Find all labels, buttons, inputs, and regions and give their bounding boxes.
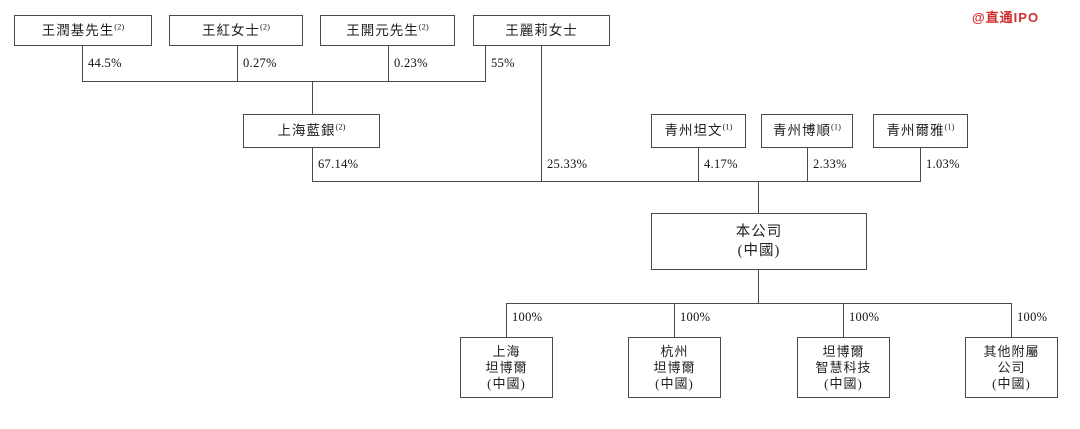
intermediate-box-qingzhoboshun: 青州博順(1) (761, 114, 853, 148)
subsidiary-name-line: 坦博爾 (485, 359, 528, 375)
subsidiary-name-line: 上海 (492, 343, 521, 359)
shareholder-label: 王開元先生(2) (346, 21, 429, 38)
ownership-label: 100% (849, 310, 880, 324)
connector-vline (485, 46, 486, 81)
connector-vline (758, 181, 759, 213)
subsidiary-box-tanboerzhihuikeji: 坦博爾 智慧科技 (中國) (797, 337, 890, 398)
ownership-label-direct: 25.33% (547, 157, 588, 171)
shareholder-label: 王潤基先生(2) (41, 21, 125, 38)
ownership-label: 100% (512, 310, 543, 324)
connector-vline (388, 46, 389, 81)
connector-vline (843, 303, 844, 337)
footnote-marker: (1) (722, 121, 733, 132)
connector-vline (807, 148, 808, 181)
intermediate-label: 青州爾雅(1) (886, 121, 955, 138)
footnote-marker: (1) (831, 121, 841, 132)
subsidiary-name-line: 坦博爾 (822, 343, 865, 359)
connector-vline (1011, 303, 1012, 337)
connector-vline (82, 46, 83, 81)
footnote-marker: (1) (944, 121, 955, 132)
shareholder-label: 王麗莉女士 (505, 22, 578, 38)
ownership-label: 44.5% (88, 56, 122, 70)
ownership-label: 4.17% (704, 157, 738, 171)
connector-hline (82, 81, 486, 82)
intermediate-label: 上海藍銀(2) (277, 121, 346, 138)
ownership-label: 0.27% (243, 56, 277, 70)
connector-vline-direct (541, 46, 542, 181)
shareholder-box-wanghong: 王紅女士(2) (169, 15, 303, 46)
ownership-label: 67.14% (318, 157, 359, 171)
intermediate-box-qingzhouerya: 青州爾雅(1) (873, 114, 968, 148)
ownership-label: 2.33% (813, 157, 847, 171)
connector-vline (758, 270, 759, 303)
intermediate-box-shanghailanyin: 上海藍銀(2) (243, 114, 380, 148)
connector-vline (674, 303, 675, 337)
ownership-label: 1.03% (926, 157, 960, 171)
ownership-label: 100% (1017, 310, 1048, 324)
intermediate-label: 青州坦文(1) (664, 121, 733, 138)
subsidiary-jurisdiction: (中國) (487, 375, 526, 391)
subsidiary-box-hangzhoutanboer: 杭州 坦博爾 (中國) (628, 337, 721, 398)
shareholder-box-wangrunji: 王潤基先生(2) (14, 15, 152, 46)
company-jurisdiction: (中國) (737, 242, 781, 259)
footnote-marker: (2) (114, 21, 125, 31)
watermark: @直通IPO (972, 10, 1040, 25)
subsidiary-box-shanghaitanboer: 上海 坦博爾 (中國) (460, 337, 553, 398)
connector-vline (506, 303, 507, 337)
shareholder-label: 王紅女士(2) (202, 21, 270, 38)
connector-vline (237, 46, 238, 81)
subsidiary-name-line: 坦博爾 (653, 359, 696, 375)
ownership-label: 55% (491, 56, 515, 70)
footnote-marker: (2) (418, 21, 429, 31)
subsidiary-name-line: 杭州 (660, 343, 689, 359)
shareholder-box-wanglili: 王麗莉女士 (473, 15, 610, 46)
intermediate-label: 青州博順(1) (773, 121, 841, 138)
subsidiary-name-line: 公司 (997, 359, 1026, 375)
subsidiary-jurisdiction: (中國) (655, 375, 694, 391)
subsidiary-box-other: 其他附屬 公司 (中國) (965, 337, 1058, 398)
ownership-label: 100% (680, 310, 711, 324)
connector-vline (312, 81, 313, 114)
footnote-marker: (2) (335, 121, 346, 132)
company-box: 本公司 (中國) (651, 213, 867, 270)
subsidiary-jurisdiction: (中國) (992, 375, 1031, 391)
ownership-label: 0.23% (394, 56, 428, 70)
connector-vline (920, 148, 921, 181)
subsidiary-jurisdiction: (中國) (824, 375, 863, 391)
shareholder-box-wangkaiyuan: 王開元先生(2) (320, 15, 455, 46)
subsidiary-name-line: 其他附屬 (983, 343, 1040, 359)
connector-hline (312, 181, 921, 182)
connector-vline (698, 148, 699, 181)
connector-vline (312, 148, 313, 181)
intermediate-box-qingzhoutanwen: 青州坦文(1) (651, 114, 746, 148)
subsidiary-name-line: 智慧科技 (815, 359, 872, 375)
connector-hline (506, 303, 1012, 304)
company-name: 本公司 (735, 223, 783, 240)
footnote-marker: (2) (260, 21, 270, 31)
